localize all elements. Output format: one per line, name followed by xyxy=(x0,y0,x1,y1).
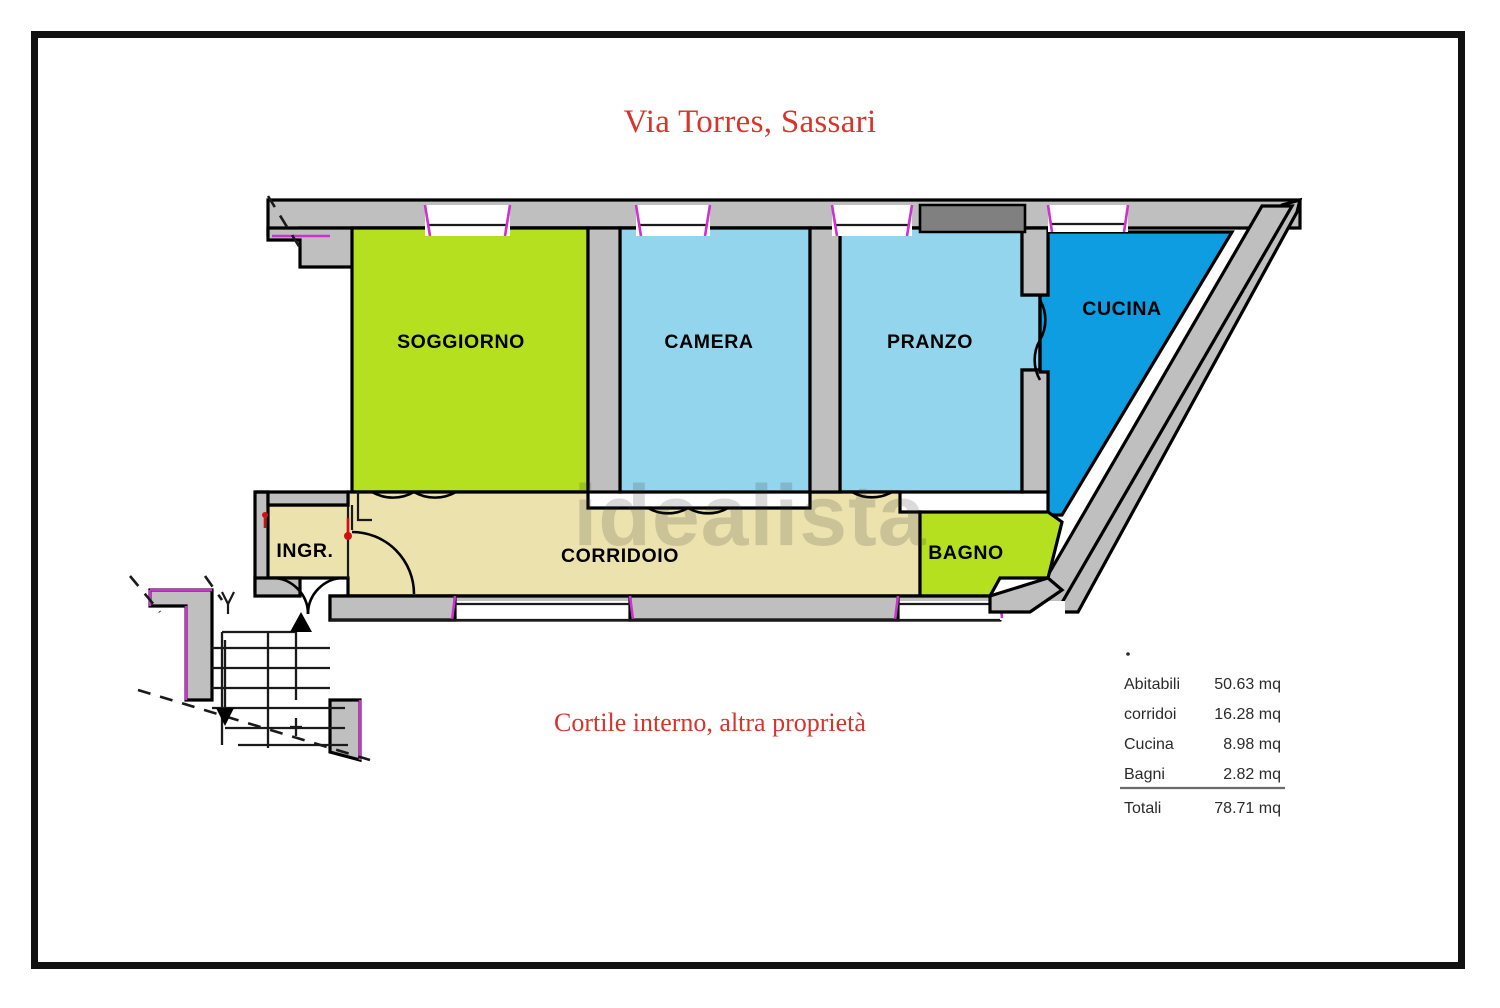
red-markers xyxy=(262,512,352,540)
room-pranzo xyxy=(838,226,1042,494)
bagno-bottom-wall xyxy=(988,576,1065,614)
staircase-area xyxy=(129,575,371,763)
room-label-ingresso: INGR. xyxy=(276,540,333,562)
area-total-value: 78.71 mq xyxy=(1214,800,1281,817)
door-swings xyxy=(271,299,1047,615)
room-corridoio xyxy=(264,490,922,598)
room-camera xyxy=(618,226,812,494)
area-row-label-2: Cucina xyxy=(1124,736,1174,753)
room-label-bagno: BAGNO xyxy=(928,542,1004,564)
area-row-value-1: 16.28 mq xyxy=(1214,706,1281,723)
area-total-label: Totali xyxy=(1124,800,1161,817)
area-row-value-0: 50.63 mq xyxy=(1214,676,1281,693)
room-label-soggiorno: SOGGIORNO xyxy=(397,331,525,353)
area-summary-table: Abitabili 50.63 mq corridoi 16.28 mq Cuc… xyxy=(1120,652,1285,817)
area-row-label-1: corridoi xyxy=(1124,706,1176,723)
room-label-camera: CAMERA xyxy=(664,331,753,353)
idealista-watermark: idealista xyxy=(573,468,926,564)
area-row-value-3: 2.82 mq xyxy=(1223,766,1281,783)
page-title: Via Torres, Sassari xyxy=(624,104,877,140)
courtyard-note: Cortile interno, altra proprietà xyxy=(554,708,866,737)
room-label-pranzo: PRANZO xyxy=(887,331,973,353)
room-label-cucina: CUCINA xyxy=(1082,298,1161,320)
area-row-label-3: Bagni xyxy=(1124,766,1165,783)
area-row-value-2: 8.98 mq xyxy=(1223,736,1281,753)
top-wall-windows xyxy=(266,195,1130,249)
area-row-label-0: Abitabili xyxy=(1124,676,1180,693)
room-label-corridoio: CORRIDOIO xyxy=(561,545,679,567)
bottom-wall-with-windows xyxy=(328,594,1065,622)
interior-walls xyxy=(253,226,1050,598)
room-soggiorno xyxy=(350,226,590,494)
